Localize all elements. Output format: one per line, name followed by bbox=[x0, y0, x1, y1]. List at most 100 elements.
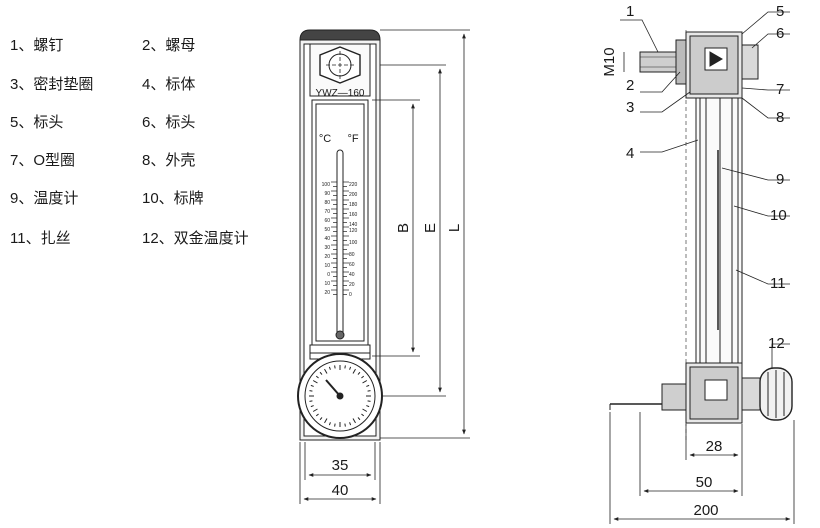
gauge-tick bbox=[312, 380, 318, 384]
callout-8: 8 bbox=[776, 109, 784, 126]
scale-f-label: 140 bbox=[349, 222, 358, 228]
legend-item-10: 10、标牌 bbox=[142, 190, 204, 207]
gauge-tick bbox=[367, 390, 371, 392]
leader-10 bbox=[733, 205, 790, 217]
top-cap bbox=[299, 29, 381, 41]
dim-e-label: E bbox=[422, 223, 439, 233]
scale-f-label: 100 bbox=[349, 240, 358, 246]
legend-item-1: 1、螺钉 bbox=[10, 37, 64, 54]
top-arrow bbox=[709, 51, 723, 67]
scale-f-label: 160 bbox=[349, 212, 358, 218]
gauge-tick bbox=[366, 405, 370, 408]
gauge-tick bbox=[361, 375, 365, 379]
dim-200-label: 200 bbox=[693, 502, 718, 519]
model-label: YWZ—160 bbox=[316, 88, 365, 99]
legend-item-5: 5、标头 bbox=[10, 114, 64, 131]
scale-c-label: 50 bbox=[324, 227, 330, 233]
parts-legend: 1、螺钉 2、螺母 3、密封垫圈 4、标体 5、标头 6、标头 7、O型圈 8、… bbox=[0, 0, 300, 260]
gauge-tick bbox=[319, 417, 323, 421]
gauge-tick bbox=[366, 384, 370, 387]
gauge-tick bbox=[357, 417, 361, 421]
gauge-tick bbox=[344, 365, 346, 369]
gauge-tick bbox=[324, 368, 328, 374]
leader-5 bbox=[741, 11, 790, 35]
dim-40-label: 40 bbox=[332, 482, 349, 499]
callout-7: 7 bbox=[776, 81, 784, 98]
leader-12 bbox=[771, 343, 790, 368]
leader-3 bbox=[640, 91, 691, 113]
scale-c-label: 80 bbox=[324, 200, 330, 206]
leader-7 bbox=[741, 87, 790, 91]
front-view bbox=[297, 29, 383, 441]
scale-f-label: 80 bbox=[349, 252, 355, 258]
dim-50-label: 50 bbox=[696, 474, 713, 491]
bottom-feet bbox=[299, 430, 381, 441]
gauge-tick bbox=[344, 423, 346, 427]
scale-c-label: 40 bbox=[324, 236, 330, 242]
legend-item-11: 11、扎丝 bbox=[10, 230, 71, 247]
gauge-tick bbox=[328, 422, 331, 426]
gauge-tick bbox=[310, 384, 314, 387]
gauge-tick bbox=[334, 365, 336, 369]
leader-2 bbox=[640, 71, 681, 93]
bottom-head-cap bbox=[741, 377, 761, 411]
legend-item-9: 9、温度计 bbox=[10, 190, 79, 207]
thermometer-scale-ticks bbox=[331, 181, 349, 295]
gauge-tick bbox=[349, 422, 352, 426]
scale-f-label: 180 bbox=[349, 202, 358, 208]
side-callouts: 1 2 3 4 5 6 7 8 9 10 11 12 bbox=[626, 3, 787, 352]
gauge-tick bbox=[334, 423, 336, 427]
scale-f-label: 0 bbox=[349, 292, 352, 298]
legend-item-6: 6、标头 bbox=[142, 114, 196, 131]
legend-item-2: 2、螺母 bbox=[142, 37, 196, 54]
thread-label: M10 bbox=[601, 47, 618, 76]
leader-6 bbox=[751, 33, 790, 49]
legend-item-12: 12、双金温度计 bbox=[142, 230, 249, 247]
top-nut bbox=[675, 39, 687, 85]
side-dimensions bbox=[609, 412, 795, 524]
legend-item-8: 8、外壳 bbox=[142, 152, 196, 169]
gauge-tick bbox=[361, 413, 365, 417]
unit-celsius: °C bbox=[319, 133, 331, 145]
scale-c-label: 20 bbox=[324, 290, 330, 296]
gauge-tick bbox=[309, 390, 313, 392]
side-callout-leaders bbox=[620, 11, 790, 368]
callout-6: 6 bbox=[776, 25, 784, 42]
leader-11 bbox=[735, 269, 790, 285]
side-view bbox=[609, 30, 793, 440]
gauge-ticks bbox=[309, 365, 371, 427]
unit-fahrenheit: °F bbox=[347, 133, 358, 145]
scale-f-label: 20 bbox=[349, 282, 355, 288]
callout-10: 10 bbox=[770, 207, 787, 224]
nameplate-inner bbox=[315, 103, 365, 342]
scale-f-label: 60 bbox=[349, 262, 355, 268]
callout-5: 5 bbox=[776, 3, 784, 20]
gauge-tick bbox=[319, 371, 323, 375]
front-dimensions bbox=[299, 29, 470, 504]
gauge-tick bbox=[352, 418, 356, 424]
dim-28-label: 28 bbox=[706, 438, 723, 455]
callout-3: 3 bbox=[626, 99, 634, 116]
nameplate-frame bbox=[311, 99, 369, 346]
dim-l-label: L bbox=[446, 224, 463, 232]
gauge-tick bbox=[315, 375, 319, 379]
leader-1 bbox=[620, 19, 659, 53]
callout-2: 2 bbox=[626, 77, 634, 94]
scale-f-label: 220 bbox=[349, 182, 358, 188]
thermometer-bulb bbox=[335, 330, 345, 340]
gauge-tick bbox=[312, 408, 318, 412]
scale-c-label: 10 bbox=[324, 281, 330, 287]
dim-35-label: 35 bbox=[332, 457, 349, 474]
leader-4 bbox=[640, 139, 699, 153]
top-head-cap bbox=[741, 44, 759, 80]
callout-11: 11 bbox=[770, 275, 786, 292]
gauge-tick bbox=[309, 400, 313, 402]
scale-f-label: 120 bbox=[349, 228, 358, 234]
gauge-tick bbox=[315, 413, 319, 417]
legend-item-7: 7、O型圈 bbox=[10, 152, 76, 169]
gauge-tick bbox=[362, 380, 368, 384]
scale-c-labels: 100 90 80 70 60 50 40 30 20 10 0 10 20 bbox=[322, 182, 331, 296]
scale-c-label: 70 bbox=[324, 209, 330, 215]
callout-12: 12 bbox=[768, 335, 785, 352]
